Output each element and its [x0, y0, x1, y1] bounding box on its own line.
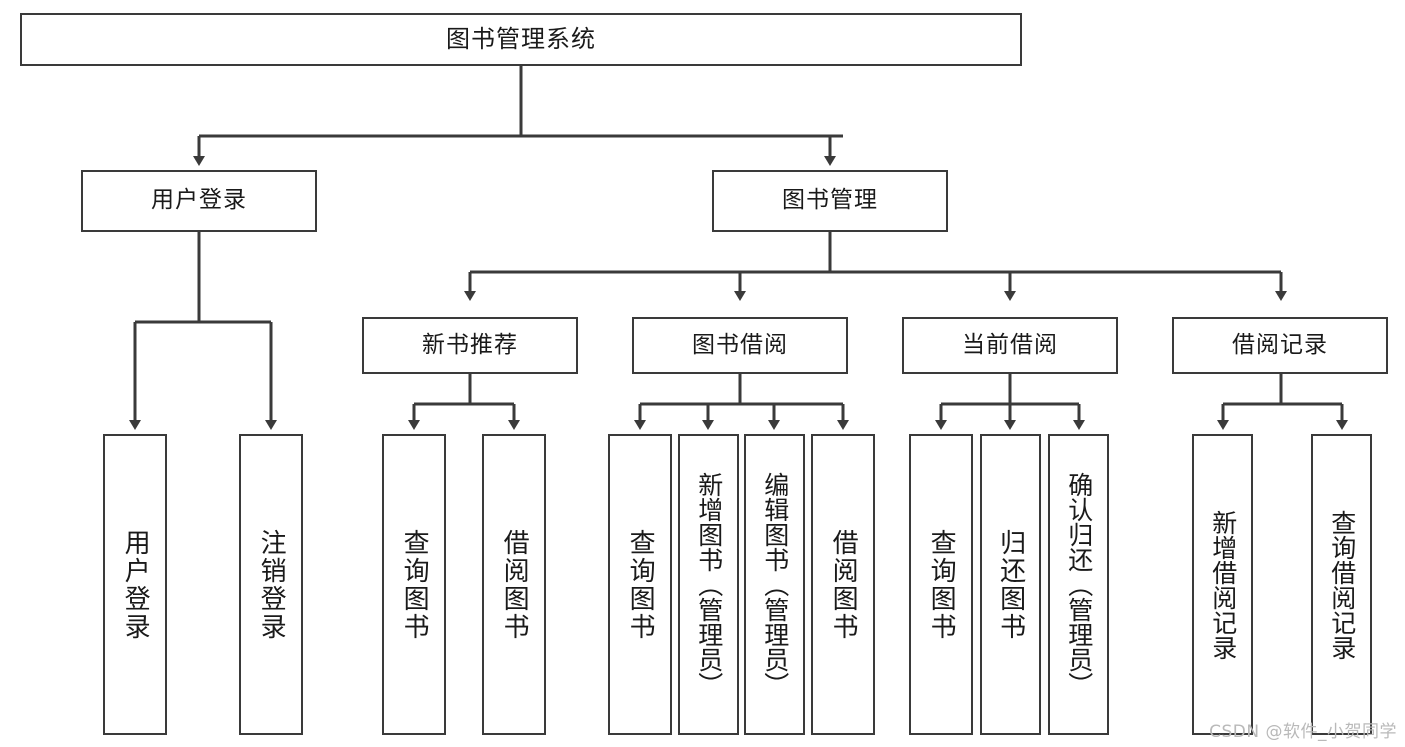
leaf-query-book-1[interactable]: 查询图书	[382, 434, 446, 735]
leaf-query-book-2-label: 查询图书	[625, 528, 656, 641]
node-new-book-recommend-label: 新书推荐	[422, 331, 518, 358]
node-book-borrow-label: 图书借阅	[692, 331, 788, 358]
node-book-manage-label: 图书管理	[782, 187, 878, 214]
leaf-add-record[interactable]: 新增借阅记录	[1192, 434, 1253, 735]
node-user-login[interactable]: 用户登录	[81, 170, 317, 232]
leaf-borrow-book-2[interactable]: 借阅图书	[811, 434, 875, 735]
leaf-confirm-return-label: 确认归还（管理员）	[1064, 472, 1094, 697]
node-borrow-record-label: 借阅记录	[1232, 331, 1328, 358]
node-borrow-record[interactable]: 借阅记录	[1172, 317, 1388, 374]
node-root-label: 图书管理系统	[446, 25, 596, 54]
leaf-add-book[interactable]: 新增图书（管理员）	[678, 434, 739, 735]
leaf-query-book-3[interactable]: 查询图书	[909, 434, 973, 735]
node-current-borrow-label: 当前借阅	[962, 331, 1058, 358]
leaf-edit-book[interactable]: 编辑图书（管理员）	[744, 434, 805, 735]
leaf-return-book[interactable]: 归还图书	[980, 434, 1041, 735]
node-user-login-label: 用户登录	[151, 187, 247, 214]
leaf-query-record-label: 查询借阅记录	[1327, 509, 1357, 660]
leaf-user-logout[interactable]: 注销登录	[239, 434, 303, 735]
leaf-user-logout-label: 注销登录	[256, 528, 287, 641]
leaf-query-book-2[interactable]: 查询图书	[608, 434, 672, 735]
node-book-borrow[interactable]: 图书借阅	[632, 317, 848, 374]
leaf-add-book-label: 新增图书（管理员）	[694, 472, 724, 697]
node-root[interactable]: 图书管理系统	[20, 13, 1022, 66]
leaf-user-login-label: 用户登录	[120, 528, 151, 641]
leaf-query-book-3-label: 查询图书	[926, 528, 957, 641]
leaf-edit-book-label: 编辑图书（管理员）	[760, 472, 790, 697]
leaf-query-book-1-label: 查询图书	[399, 528, 430, 641]
leaf-borrow-book-1-label: 借阅图书	[499, 528, 530, 641]
leaf-borrow-book-2-label: 借阅图书	[828, 528, 859, 641]
node-new-book-recommend[interactable]: 新书推荐	[362, 317, 578, 374]
leaf-query-record[interactable]: 查询借阅记录	[1311, 434, 1372, 735]
leaf-return-book-label: 归还图书	[995, 528, 1026, 641]
leaf-confirm-return[interactable]: 确认归还（管理员）	[1048, 434, 1109, 735]
leaf-borrow-book-1[interactable]: 借阅图书	[482, 434, 546, 735]
node-current-borrow[interactable]: 当前借阅	[902, 317, 1118, 374]
leaf-add-record-label: 新增借阅记录	[1208, 509, 1238, 660]
leaf-user-login[interactable]: 用户登录	[103, 434, 167, 735]
node-book-manage[interactable]: 图书管理	[712, 170, 948, 232]
